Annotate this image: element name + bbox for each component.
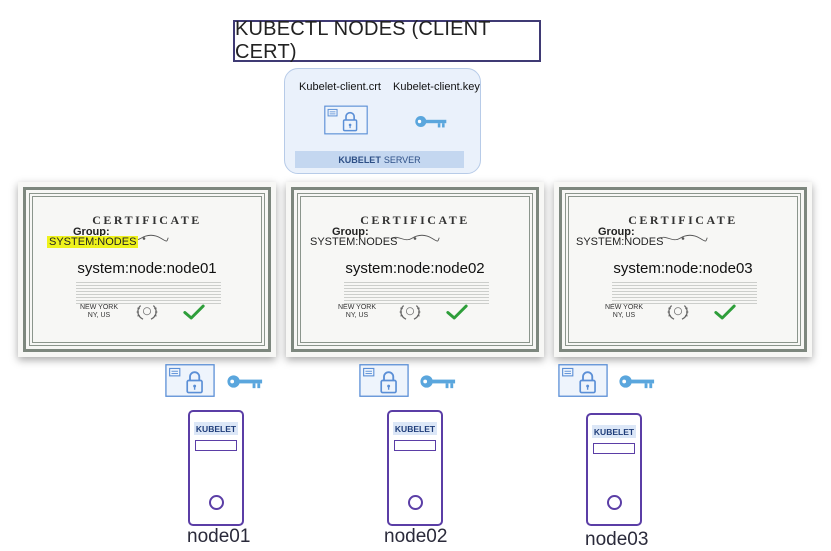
kubelet-client-crt-label: Kubelet-client.crt [299, 81, 381, 93]
key-icon [418, 372, 458, 391]
group-label: Group: [73, 226, 110, 238]
certificate-lock-icon [558, 363, 608, 398]
certificate-lock-icon [324, 104, 368, 136]
certificate-heading: CERTIFICATE [360, 213, 470, 227]
certificate-heading: CERTIFICATE [628, 213, 738, 227]
certificate-heading: CERTIFICATE [92, 213, 202, 227]
checkmark-icon [714, 304, 736, 321]
group-label: Group: [598, 226, 635, 238]
certificate-lock-icon [359, 363, 409, 398]
node03-server: KUBELET [586, 413, 642, 526]
key-icon [617, 372, 657, 391]
node01-label: node01 [187, 526, 251, 547]
certificate-lock-icon [165, 363, 215, 398]
checkmark-icon [446, 304, 468, 321]
laurel-seal-icon [398, 302, 422, 322]
key-icon [414, 113, 448, 130]
laurel-seal-icon [666, 302, 690, 322]
kubelet-server-box: Kubelet-client.crt Kubelet-client.key KU… [284, 68, 481, 174]
diagram-title: KUBECTL NODES (CLIENT CERT) [233, 18, 541, 63]
group-value: SYSTEM:NODES [576, 236, 664, 248]
kubelet-badge: KUBELET [393, 422, 437, 435]
node01-server: KUBELET [188, 410, 244, 526]
laurel-seal-icon [135, 302, 159, 322]
node02-server: KUBELET [387, 410, 443, 526]
checkmark-icon [183, 304, 205, 321]
certificate-subject: system:node:node03 [613, 260, 753, 277]
certificate-node03: CERTIFICATE Group: SYSTEM:NODES system:n… [554, 182, 812, 357]
kubelet-server-label: KUBELET SERVER [295, 151, 464, 168]
kubelet-badge: KUBELET [194, 422, 238, 435]
node03-label: node03 [585, 529, 649, 550]
group-value: SYSTEM:NODES [47, 236, 139, 248]
certificate-node01: CERTIFICATE Group: SYSTEM:NODES system:n… [18, 182, 276, 357]
kubelet-client-key-label: Kubelet-client.key [393, 81, 480, 93]
certificate-subject: system:node:node02 [345, 260, 485, 277]
certificate-node02: CERTIFICATE Group: SYSTEM:NODES system:n… [286, 182, 544, 357]
certificate-subject: system:node:node01 [77, 260, 217, 277]
group-value: SYSTEM:NODES [310, 236, 398, 248]
node02-label: node02 [384, 526, 448, 547]
group-label: Group: [332, 226, 369, 238]
key-icon [225, 372, 265, 391]
flourish-icon [657, 234, 709, 243]
kubelet-badge: KUBELET [592, 425, 636, 438]
